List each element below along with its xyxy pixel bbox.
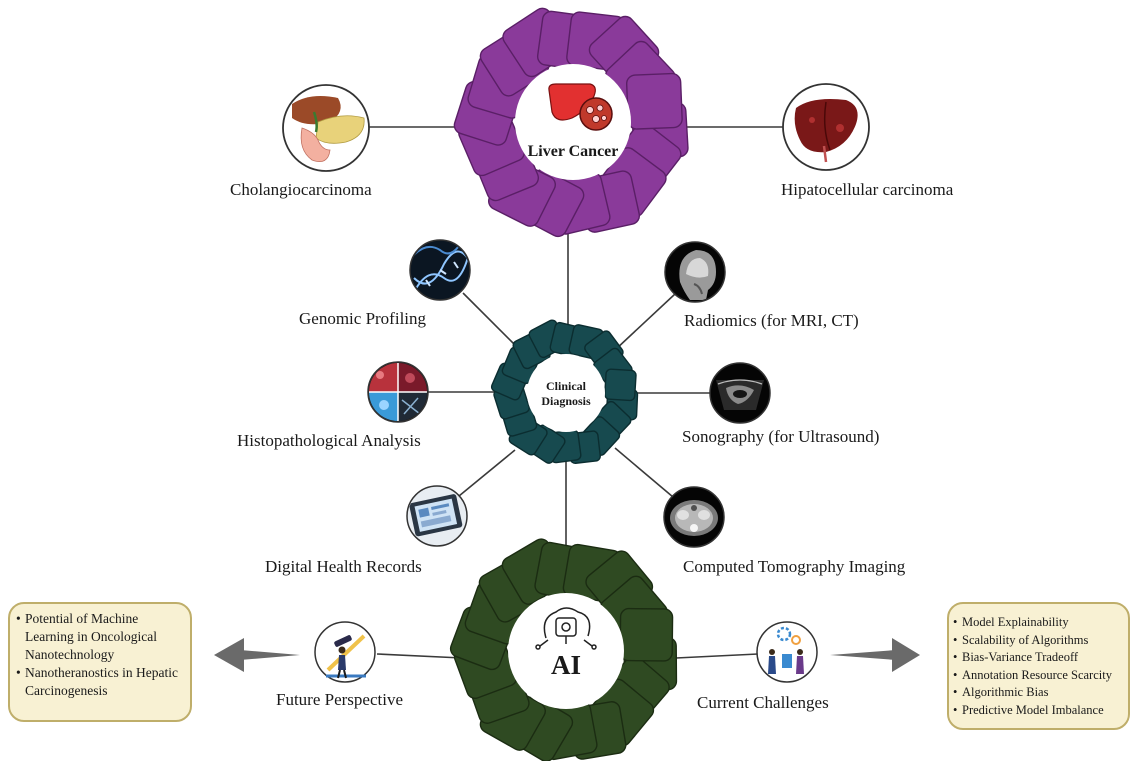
cholangiocarcinoma-label: Cholangiocarcinoma: [230, 180, 372, 199]
left-arrow: [214, 638, 300, 672]
current-challenges-list: Model Explainability Scalability of Algo…: [953, 614, 1124, 719]
ai-hub: [449, 538, 678, 761]
digital-health-records-label: Digital Health Records: [265, 557, 422, 576]
future-perspective-label: Future Perspective: [276, 690, 403, 709]
challenge-item: Predictive Model Imbalance: [953, 702, 1124, 720]
future-perspective-list: Potential of Machine Learning in Oncolog…: [16, 610, 184, 700]
hepatocellular-label: Hipatocellular carcinoma: [781, 180, 954, 199]
challenge-item: Model Explainability: [953, 614, 1124, 632]
liver-cancer-icon: [548, 83, 613, 131]
ai-title: AI: [550, 650, 581, 680]
current-challenges-box: Model Explainability Scalability of Algo…: [947, 602, 1130, 730]
clinical-diagnosis-hub: [490, 319, 639, 464]
ct-scan-icon: [663, 486, 725, 548]
challenge-item: Bias-Variance Tradeoff: [953, 649, 1124, 667]
ultrasound-icon: [709, 362, 771, 424]
sonography-label: Sonography (for Ultrasound): [682, 427, 880, 446]
clinical-title-line1: Clinical: [545, 379, 586, 393]
future-perspective-box: Potential of Machine Learning in Oncolog…: [8, 602, 192, 722]
future-item: Nanotheranostics in Hepatic Carcinogenes…: [16, 664, 184, 700]
liver-hub-center: [515, 64, 631, 180]
liver-cancer-title: Liver Cancer: [527, 143, 619, 160]
ai-brain-chip-icon: [535, 607, 597, 650]
liver-cancer-hub: [453, 7, 689, 238]
challenge-item: Scalability of Algorithms: [953, 632, 1124, 650]
computed-tomography-label: Computed Tomography Imaging: [683, 557, 906, 576]
telescope-person-icon: [314, 621, 376, 683]
connectors: [368, 126, 784, 659]
ai-hub-center: [508, 593, 624, 709]
clinical-hub-center: [527, 354, 605, 432]
hub-tile: [604, 368, 637, 402]
challenge-item: Annotation Resource Scarcity: [953, 667, 1124, 685]
dna-icon: [409, 239, 471, 301]
hub-tile: [625, 72, 683, 130]
tablet-icon: [406, 485, 468, 547]
histopathological-analysis-label: Histopathological Analysis: [237, 431, 421, 450]
right-arrow: [830, 638, 920, 672]
liver-icon: [782, 83, 870, 171]
radiomics-label: Radiomics (for MRI, CT): [684, 311, 859, 330]
genomic-profiling-label: Genomic Profiling: [299, 309, 427, 328]
future-item: Potential of Machine Learning in Oncolog…: [16, 610, 184, 664]
challenge-item: Algorithmic Bias: [953, 684, 1124, 702]
team-gears-icon: [756, 621, 818, 683]
mri-head-icon: [664, 241, 726, 303]
hub-tile: [619, 607, 674, 662]
current-challenges-label: Current Challenges: [697, 693, 829, 712]
bile-duct-icon: [282, 84, 370, 172]
histology-icon: [367, 361, 429, 423]
clinical-title-line2: Diagnosis: [541, 394, 591, 408]
